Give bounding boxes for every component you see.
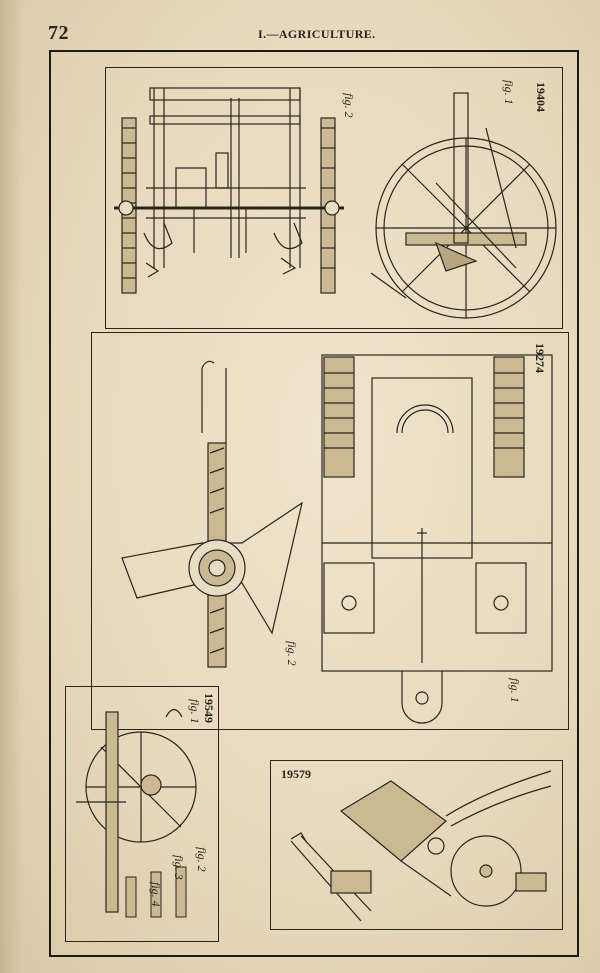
page-binding-shadow [0,0,22,973]
fig-label-19274-fig-2: fig. 2 [285,641,299,666]
fig-1-seed-drill [76,708,197,913]
seeder-side-view [290,770,552,922]
patent-19549-drawing [76,708,197,918]
patent-19579-drawing [290,770,552,922]
fig-2-planter-frame [114,87,344,294]
fig-label-19549-fig-3: fig. 3 [172,855,186,880]
fig-1-side-view [370,92,557,319]
patent-19274-panel: 19274 fig. 2 fig. 1 [91,332,569,730]
patent-number-19274: 19274 [533,343,547,373]
page-number: 72 [48,22,69,44]
fig-label-19549-fig-4: fig. 4 [149,882,163,907]
patent-number-19579: 19579 [281,767,311,781]
patent-19404-panel: 19404 fig. 1 fig. 2 [105,67,563,329]
fig-label-19404-fig-2: fig. 2 [342,93,356,118]
patent-19549-panel: 19549 fig. 1 fig. 2 fig. 3 fig. 4 [65,686,219,942]
patent-19579-panel: 19579 [270,760,563,930]
fig-1-plan-view [321,354,553,724]
patent-number-19404: 19404 [534,82,548,112]
fig-label-19549-fig-1: fig. 1 [188,699,202,724]
fig-label-19404-fig-1: fig. 1 [502,80,516,105]
running-head: I.—AGRICULTURE. [258,27,376,41]
page-header: 72 I.—AGRICULTURE. [48,22,570,46]
patent-19404-drawing [114,87,557,319]
fig-label-19549-fig-2: fig. 2 [195,847,209,872]
plate-frame [49,50,579,957]
fig-2-hopper-section [121,360,303,668]
fig-2-3-4-parts [125,866,187,918]
patent-number-19549: 19549 [202,693,216,723]
fig-label-19274-fig-1: fig. 1 [508,678,522,703]
patent-19274-drawing [121,354,553,724]
